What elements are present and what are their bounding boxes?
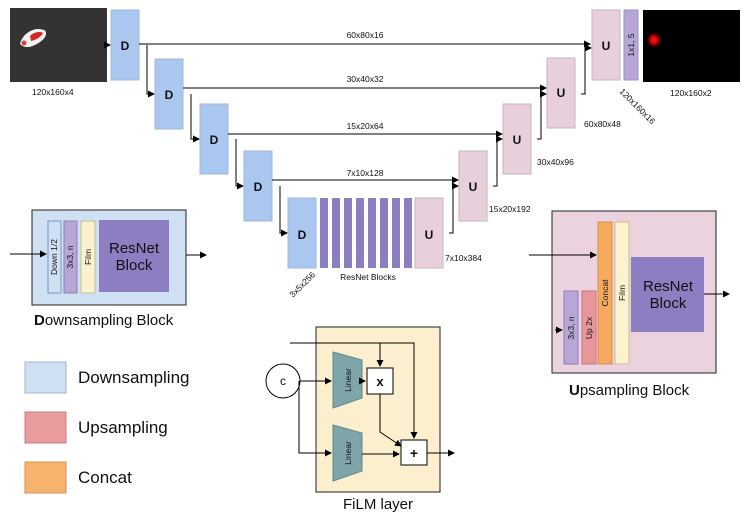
- linear-top-label: Linear: [343, 368, 353, 392]
- up-resnet-label-line2: Block: [650, 295, 687, 312]
- add-node: [400, 439, 428, 466]
- encoder-level-4: D: [243, 150, 273, 222]
- down-block-label: D: [210, 133, 219, 147]
- down-half-label: Down 1/2: [49, 239, 59, 275]
- encoder-path-arrows: [104, 41, 288, 237]
- resnet-blocks-label: ResNet Blocks: [340, 272, 396, 282]
- up-size-label-1: 120x160x16: [618, 86, 658, 126]
- up-size-label-3: 30x40x96: [537, 157, 574, 167]
- decoder-path-arrows: [449, 44, 592, 234]
- up-film-label: Film: [617, 285, 627, 301]
- skip-connections: [139, 40, 591, 184]
- output-size-label: 120x160x2: [670, 88, 712, 98]
- concat-label: Concat: [600, 279, 610, 307]
- final-conv-block: 1x1, 5: [623, 9, 639, 81]
- skip-label-3: 15x20x64: [347, 121, 384, 131]
- upsampling-block-title: Upsampling Block: [569, 382, 690, 399]
- resnet-label-line1: ResNet: [109, 240, 160, 257]
- film-layer-title: FiLM layer: [343, 496, 413, 513]
- encoder-level-2: D: [154, 58, 184, 130]
- film-label: Film: [83, 249, 93, 265]
- down-block: [110, 9, 140, 81]
- up-block: [591, 9, 621, 81]
- downsampling-block-panel: Down 1/2 3x3, n Film ResNet Block: [10, 209, 207, 306]
- down-block-label: D: [298, 228, 307, 242]
- shoe-object-icon: [20, 28, 47, 48]
- multiply-node: [366, 367, 394, 395]
- linear-bottom: [332, 424, 363, 482]
- multiply-label: x: [376, 374, 384, 389]
- up-block: [502, 103, 532, 175]
- legend-swatch-upsampling: [24, 411, 67, 444]
- up-2x-label: Up 2x: [584, 316, 594, 339]
- linear-bottom-label: Linear: [343, 441, 353, 465]
- encoder-level-1: D: [110, 9, 140, 81]
- conv-label: 3x3, n: [65, 245, 75, 268]
- skip-label-1: 60x80x16: [347, 30, 384, 40]
- upsampling-block-panel: 3x3, n Up 2x Concat Film ResNet Block: [529, 210, 730, 374]
- bottleneck-size-label: 3x5x256: [287, 269, 317, 299]
- decoder-level-4: U: [458, 150, 488, 222]
- film-layer-panel: c Linear Linear x +: [265, 326, 455, 493]
- down-block: [199, 103, 229, 175]
- up-resnet-label-line1: ResNet: [643, 278, 694, 295]
- down-block-label: D: [165, 88, 174, 102]
- legend-label-downsampling: Downsampling: [78, 368, 190, 387]
- down-block-label: D: [121, 39, 130, 53]
- up-block: [546, 57, 576, 129]
- input-size-label: 120x160x4: [32, 87, 74, 97]
- up-block-label: U: [469, 180, 478, 194]
- encoder-level-3: D: [199, 103, 229, 175]
- linear-top: [332, 351, 363, 409]
- decoder-level-3: U: [502, 103, 532, 175]
- legend-swatch-downsampling: [24, 361, 67, 394]
- down-block: [154, 58, 184, 130]
- output-image: [643, 10, 740, 82]
- legend: Downsampling Upsampling Concat: [24, 361, 190, 494]
- up-block-label: U: [513, 133, 522, 147]
- down-block-label: D: [254, 180, 263, 194]
- downsampling-block-title: Downsampling Block: [34, 312, 174, 329]
- legend-label-concat: Concat: [78, 468, 132, 487]
- up-block-label: U: [425, 228, 434, 242]
- up-size-label-4: 15x20x192: [489, 204, 531, 214]
- up-size-label-5: 7x10x384: [445, 253, 482, 263]
- up-block: [458, 150, 488, 222]
- up-block-label: U: [557, 86, 566, 100]
- up-block: [414, 197, 444, 269]
- add-label: +: [410, 445, 418, 461]
- decoder-level-5: U: [414, 197, 444, 269]
- down-block: [287, 197, 317, 269]
- resnet-label-line2: Block: [116, 257, 153, 274]
- bottleneck-resnet-blocks: [320, 198, 412, 268]
- legend-swatch-concat: [24, 461, 67, 494]
- down-block: [243, 150, 273, 222]
- decoder-level-2: U: [546, 57, 576, 129]
- skip-label-2: 30x40x32: [347, 74, 384, 84]
- final-conv-label: 1x1, 5: [626, 33, 636, 56]
- encoder-level-5: D: [287, 197, 317, 269]
- legend-label-upsampling: Upsampling: [78, 418, 168, 437]
- input-image: [10, 8, 107, 82]
- up-block-label: U: [602, 39, 611, 53]
- skip-label-4: 7x10x128: [347, 168, 384, 178]
- decoder-level-1: U: [591, 9, 621, 81]
- up-size-label-2: 60x80x48: [584, 119, 621, 129]
- condition-input-label: c: [280, 374, 286, 388]
- up-conv-label: 3x3, n: [566, 316, 576, 339]
